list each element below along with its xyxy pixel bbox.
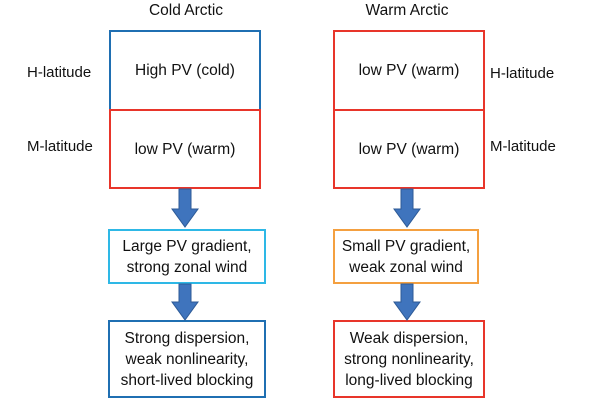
cold-outcome-line-1: Strong dispersion, [124, 329, 250, 347]
warm-high-pv-box: low PV (warm) [333, 30, 485, 111]
warm-low-pv-box: low PV (warm) [333, 109, 485, 189]
down-arrow-icon [393, 283, 421, 321]
cold-low-pv-box: low PV (warm) [109, 109, 261, 189]
cold-arctic-title: Cold Arctic [148, 2, 224, 19]
warm-outcome-box: Weak dispersion, strong nonlinearity, lo… [333, 320, 485, 398]
warm-gradient-box: Small PV gradient, weak zonal wind [333, 229, 479, 284]
warm-outcome-line-3: long-lived blocking [345, 371, 473, 389]
warm-arctic-title: Warm Arctic [365, 2, 449, 19]
cold-gradient-line-1: Large PV gradient, [122, 237, 252, 255]
warm-outcome-line-1: Weak dispersion, [349, 329, 469, 347]
warm-gradient-line-2: weak zonal wind [349, 258, 463, 276]
cold-high-pv-text: High PV (cold) [135, 62, 235, 79]
left-m-latitude-label: M-latitude [27, 138, 93, 155]
cold-outcome-box: Strong dispersion, weak nonlinearity, sh… [108, 320, 266, 398]
cold-gradient-line-2: strong zonal wind [126, 258, 248, 276]
cold-gradient-box: Large PV gradient, strong zonal wind [108, 229, 266, 284]
warm-high-pv-text: low PV (warm) [358, 62, 460, 79]
right-h-latitude-label: H-latitude [490, 65, 555, 82]
warm-outcome-line-2: strong nonlinearity, [344, 350, 474, 368]
left-h-latitude-label: H-latitude [27, 64, 92, 81]
cold-low-pv-text: low PV (warm) [134, 140, 236, 158]
down-arrow-icon [171, 283, 199, 321]
warm-gradient-line-1: Small PV gradient, [341, 237, 471, 255]
down-arrow-icon [171, 188, 199, 228]
cold-outcome-line-3: short-lived blocking [120, 371, 254, 389]
right-m-latitude-label: M-latitude [490, 138, 556, 155]
cold-outcome-line-2: weak nonlinearity, [125, 350, 249, 368]
warm-low-pv-text: low PV (warm) [358, 140, 460, 158]
down-arrow-icon [393, 188, 421, 228]
